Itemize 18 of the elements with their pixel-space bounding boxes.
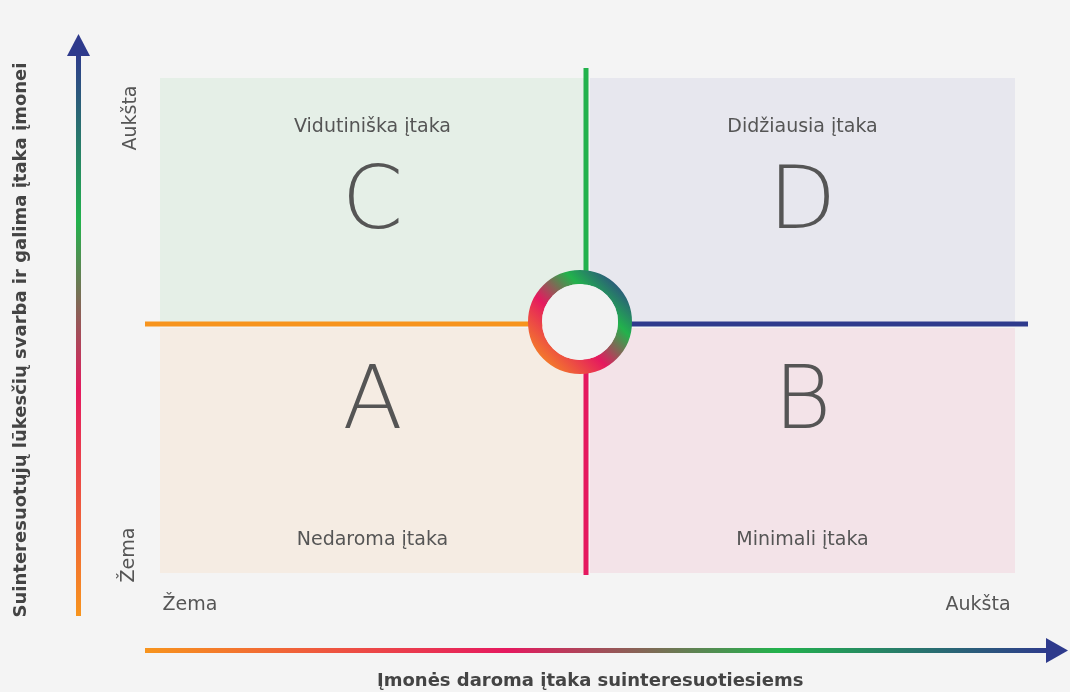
axis-tick-label: Žema <box>162 591 218 615</box>
quadrant-panel <box>590 78 1015 323</box>
axis-title: Įmonės daroma įtaka suinteresuotiesiems <box>377 668 804 692</box>
axis-tick-label: Aukšta <box>116 85 140 151</box>
quadrant-letter: A <box>342 350 403 446</box>
quadrant-letter: C <box>341 150 404 246</box>
quadrant-letter: D <box>768 150 837 246</box>
quadrant-panel <box>160 328 585 573</box>
quadrant-panel <box>160 78 585 323</box>
quadrant-heading: Vidutiniška įtaka <box>294 113 451 137</box>
quadrant-heading: Didžiausia įtaka <box>727 113 878 137</box>
quadrant-heading: Nedaroma įtaka <box>296 526 449 550</box>
quadrant-letter: B <box>773 350 832 446</box>
quadrant-panel <box>590 328 1015 573</box>
quadrant-heading: Minimali įtaka <box>736 526 869 550</box>
axis-tick-label: Aukšta <box>945 591 1011 615</box>
axis-tick-label: Žema <box>114 527 139 583</box>
axis-title: Suinteresuotųjų lūkesčių svarba ir galima įtaka įmonei <box>8 62 31 618</box>
